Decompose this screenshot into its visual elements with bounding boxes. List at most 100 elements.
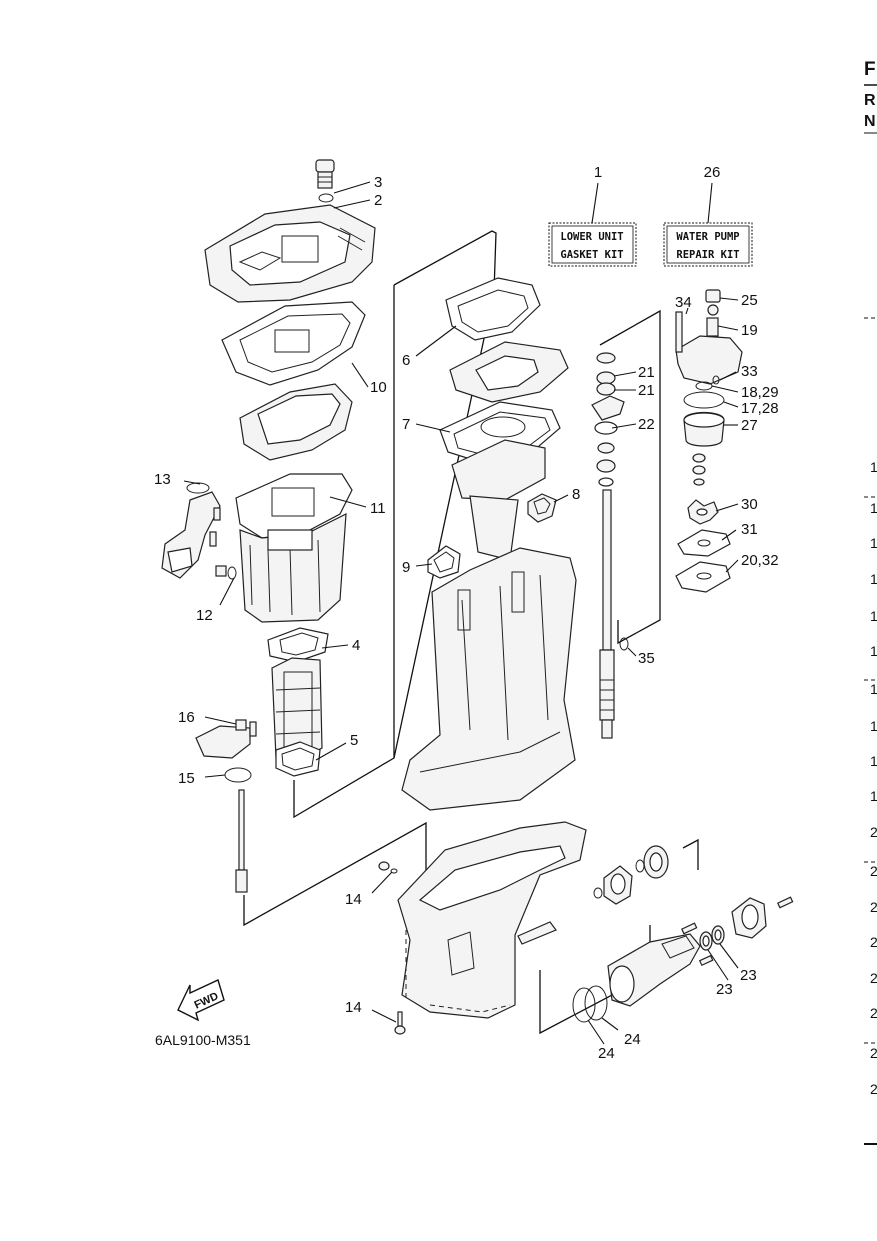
- edge-row-text: 2: [870, 970, 877, 986]
- part-ring-nut: [731, 897, 767, 939]
- callout-24: 24: [598, 1045, 615, 1062]
- part-bolt: [209, 531, 217, 547]
- callout-23: 23: [740, 967, 757, 984]
- part-o-ring-15: [224, 767, 252, 783]
- part-gasket-4: [267, 627, 329, 663]
- edge-header-text: F: [864, 59, 876, 80]
- fwd-arrow-icon: FWD: [177, 979, 225, 1022]
- callout-30: 30: [741, 496, 758, 513]
- kit-label-line: REPAIR KIT: [676, 249, 739, 261]
- edge-row-text: 1: [870, 459, 877, 475]
- part-o-ring-24: [572, 987, 596, 1023]
- part-pump-grommet-25: [705, 289, 721, 316]
- part-rubber-mount-8: [527, 493, 557, 523]
- part-propeller-shaft-housing: [607, 933, 701, 1007]
- part-pin-33: [712, 375, 720, 385]
- callout-22: 22: [638, 416, 655, 433]
- callout-21: 21: [638, 382, 655, 399]
- part-pin-35: [619, 637, 629, 651]
- part-pump-gasket-20: [675, 561, 731, 593]
- callout-21: 21: [638, 364, 655, 381]
- callout-16: 16: [178, 709, 195, 726]
- part-propeller-shaft-stub: [517, 921, 557, 945]
- part-water-tube: [235, 789, 248, 893]
- callout-20-32: 20,32: [741, 552, 779, 569]
- edge-header-text: N: [864, 113, 876, 130]
- part-impeller-30: [687, 499, 719, 525]
- callout-11: 11: [370, 500, 386, 517]
- edge-row-text: 1: [870, 681, 877, 697]
- part-oil-strainer: [161, 491, 221, 579]
- frame-line-gear: [682, 838, 699, 870]
- part-gasket-6: [445, 277, 541, 341]
- callout-34: 34: [675, 294, 692, 311]
- callout-5: 5: [350, 732, 358, 749]
- leader-lines: [183, 181, 739, 1045]
- edge-row-text: 1: [870, 535, 877, 551]
- part-clip-13: [186, 482, 210, 494]
- part-o-ring-24: [584, 985, 608, 1021]
- kit-label-line: WATER PUMP: [676, 231, 739, 243]
- kit-label-line: GASKET KIT: [560, 249, 623, 261]
- callout-31: 31: [741, 521, 758, 538]
- callout-4: 4: [352, 637, 360, 654]
- callout-35: 35: [638, 650, 655, 667]
- figure-code: 6AL9100-M351: [155, 1032, 251, 1048]
- edge-row-text: 2: [870, 863, 877, 879]
- edge-row-text: 1: [870, 571, 877, 587]
- part-exhaust-guide: [239, 383, 353, 461]
- part-dowel-12: [215, 565, 237, 580]
- callout-13: 13: [154, 471, 171, 488]
- part-oil-filter-cap: [315, 159, 335, 189]
- edge-row-text: 2: [870, 824, 877, 840]
- callout-18-29: 18,29: [741, 384, 779, 401]
- callout-23: 23: [716, 981, 733, 998]
- edge-row-text: 2: [870, 899, 877, 915]
- callout-27: 27: [741, 417, 758, 434]
- callout-33: 33: [741, 363, 758, 380]
- part-o-ring-17: [683, 391, 725, 409]
- callout-6: 6: [402, 352, 410, 369]
- part-drive-shaft-guide: [449, 341, 569, 403]
- part-lower-case: [397, 821, 587, 1019]
- edge-row-text: 2: [870, 934, 877, 950]
- edge-row-text: 1: [870, 500, 877, 516]
- callout-19: 19: [741, 322, 758, 339]
- edge-row-text: 1: [870, 753, 877, 769]
- part-pump-insert-27: [683, 411, 725, 447]
- part-outer-plate-31: [677, 529, 731, 557]
- edge-row-text: 2: [870, 1005, 877, 1021]
- part-oil-seals-23: [699, 925, 725, 951]
- part-bolt-14-lower: [394, 1011, 406, 1035]
- part-drive-shaft: [599, 489, 615, 739]
- callout-2: 2: [374, 192, 382, 209]
- callout-14: 14: [345, 891, 362, 908]
- part-bearing: [635, 845, 669, 879]
- part-exhaust-gasket-10: [221, 301, 366, 386]
- callout-8: 8: [572, 486, 580, 503]
- part-shim: [593, 887, 603, 899]
- callout-12: 12: [196, 607, 213, 624]
- callout-9: 9: [402, 559, 410, 576]
- edge-row-text: 2: [870, 1081, 877, 1097]
- callout-3: 3: [374, 174, 382, 191]
- part-bolt-14-upper: [378, 861, 398, 874]
- part-pump-washers: [692, 453, 706, 486]
- edge-row-text: 2: [870, 1045, 877, 1061]
- kit-box-water-pump: WATER PUMP REPAIR KIT: [663, 222, 753, 267]
- part-forward-gear: [603, 865, 633, 905]
- edge-header-text: R: [864, 92, 876, 109]
- edge-row-text: 1: [870, 718, 877, 734]
- callout-14: 14: [345, 999, 362, 1016]
- callout-labels: 1 2 3 4 5 6 7 8 9 10 11 12 13 14 14 15 1…: [154, 164, 779, 1062]
- callout-26: 26: [704, 164, 721, 181]
- callout-10: 10: [370, 379, 387, 396]
- part-gasket-5: [275, 741, 321, 777]
- edge-row-text: 1: [870, 643, 877, 659]
- page-edge-column: F R N 1 1 1 1 1 1 1 1 1 1 2 2 2 2 2 2 2 …: [864, 59, 877, 1145]
- callout-24: 24: [624, 1031, 641, 1048]
- edge-row-text: 1: [870, 788, 877, 804]
- part-upper-casing: [204, 204, 376, 303]
- part-oil-pan: [239, 512, 347, 623]
